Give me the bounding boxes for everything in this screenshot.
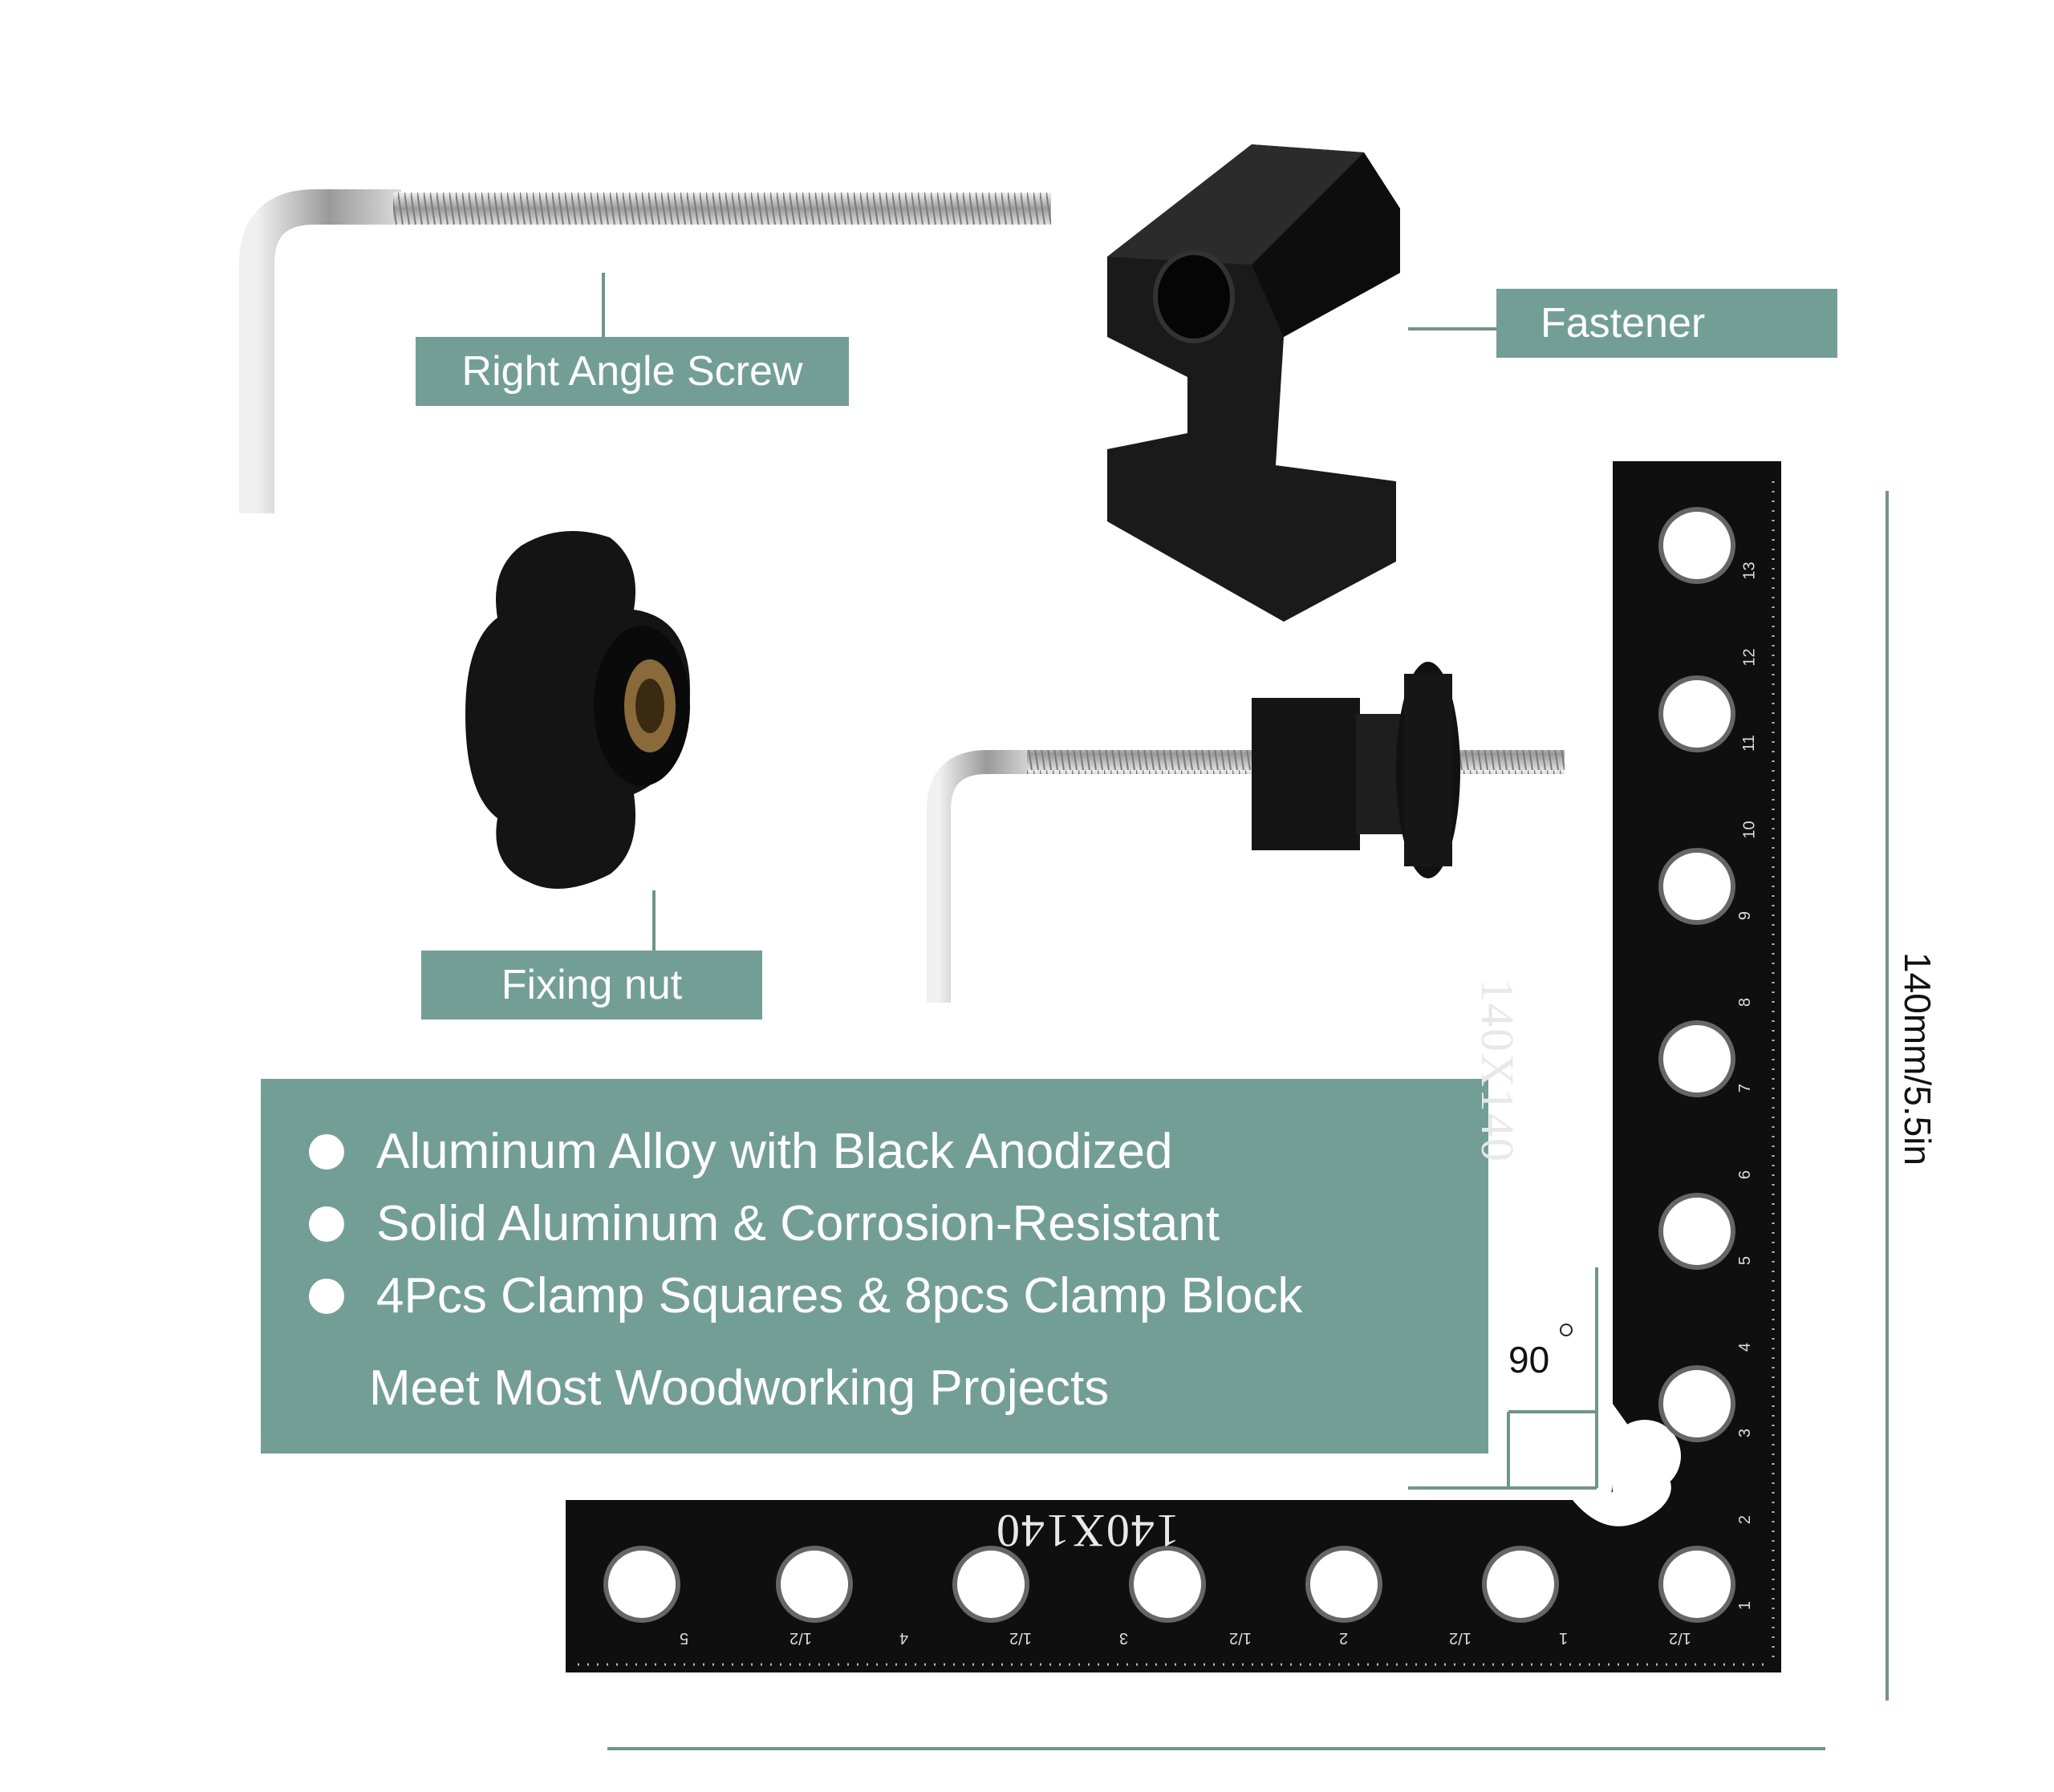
vertical-tick-label: 13 bbox=[1740, 562, 1759, 580]
angle-indicator bbox=[1408, 1267, 1598, 1490]
fastener-label: Fastener bbox=[1496, 289, 1837, 358]
horizontal-tick-label: 3 bbox=[1119, 1629, 1129, 1647]
feature-text: Aluminum Alloy with Black Anodized bbox=[376, 1124, 1173, 1179]
horizontal-tick-label: 1/2 bbox=[790, 1629, 812, 1647]
feature-item: 4Pcs Clamp Squares & 8pcs Clamp Block bbox=[261, 1267, 1536, 1324]
fastener-image bbox=[1107, 144, 1400, 622]
right-angle-screw-label: Right Angle Screw bbox=[416, 337, 849, 406]
feature-panel: Aluminum Alloy with Black Anodized Solid… bbox=[261, 1079, 1488, 1453]
horizontal-tick-label: 4 bbox=[899, 1629, 909, 1647]
bullet-icon bbox=[309, 1206, 344, 1242]
angle-label: 90 bbox=[1508, 1339, 1550, 1380]
vertical-dimension-label: 140mm/5.5in bbox=[1877, 939, 1958, 1179]
square-stamp-horizontal: 140X140 bbox=[995, 1505, 1179, 1557]
horizontal-tick-label: 5 bbox=[680, 1629, 689, 1647]
vertical-tick-label: 9 bbox=[1736, 910, 1755, 921]
vertical-tick-label: 4 bbox=[1736, 1342, 1755, 1352]
horizontal-tick-label: 1/2 bbox=[1449, 1629, 1471, 1647]
feature-text: 4Pcs Clamp Squares & 8pcs Clamp Block bbox=[376, 1268, 1303, 1324]
feature-text: Meet Most Woodworking Projects bbox=[369, 1360, 1110, 1416]
vertical-tick-label: 5 bbox=[1736, 1255, 1755, 1266]
bullet-icon bbox=[309, 1133, 344, 1170]
feature-panel-bg bbox=[261, 1079, 1488, 1453]
right-angle-screw-image bbox=[239, 189, 1051, 513]
fixing-nut-label-text: Fixing nut bbox=[501, 962, 683, 1008]
horizontal-tick-label: 1/2 bbox=[1669, 1629, 1691, 1647]
horizontal-tick-label: 2 bbox=[1339, 1629, 1349, 1647]
vertical-tick-label: 11 bbox=[1739, 735, 1758, 752]
right-angle-screw-label-text: Right Angle Screw bbox=[461, 348, 803, 395]
vertical-tick-label: 1 bbox=[1736, 1600, 1755, 1611]
fixing-nut-label: Fixing nut bbox=[421, 951, 762, 1020]
vertical-tick-label: 2 bbox=[1736, 1514, 1755, 1524]
vertical-tick-label: 10 bbox=[1740, 820, 1759, 839]
degree-icon bbox=[1560, 1324, 1573, 1336]
horizontal-tick-label: 1/2 bbox=[1229, 1629, 1252, 1647]
vertical-tick-label: 12 bbox=[1740, 647, 1759, 667]
vertical-tick-label: 3 bbox=[1736, 1428, 1755, 1438]
square-stamp-vertical: 140X140 bbox=[1471, 979, 1524, 1163]
vertical-tick-label: 8 bbox=[1736, 997, 1755, 1007]
bullet-icon bbox=[309, 1278, 344, 1314]
assembled-clamp-image bbox=[927, 662, 1565, 1003]
horizontal-tick-label: 1 bbox=[1559, 1629, 1569, 1647]
fixing-nut-image bbox=[465, 531, 690, 889]
feature-item: Aluminum Alloy with Black Anodized bbox=[261, 1123, 1536, 1180]
corner-clamp-square-image bbox=[566, 461, 1781, 1672]
horizontal-tick-label: 1/2 bbox=[1009, 1629, 1032, 1647]
fastener-label-text: Fastener bbox=[1540, 300, 1706, 347]
vertical-tick-label: 7 bbox=[1736, 1083, 1755, 1093]
vertical-dimension-text: 140mm/5.5in bbox=[1897, 952, 1939, 1166]
vertical-tick-label: 6 bbox=[1736, 1170, 1755, 1179]
feature-text: Solid Aluminum & Corrosion-Resistant bbox=[376, 1196, 1220, 1251]
feature-item: Meet Most Woodworking Projects bbox=[261, 1360, 1597, 1417]
feature-item: Solid Aluminum & Corrosion-Resistant bbox=[261, 1195, 1536, 1252]
